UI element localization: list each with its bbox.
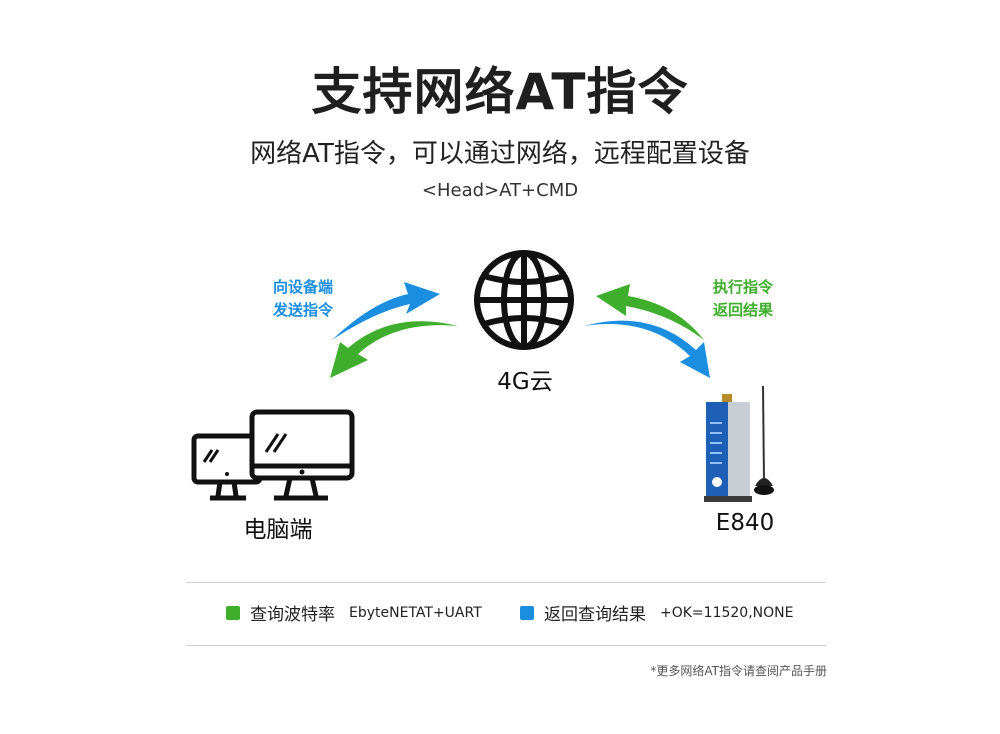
legend-query-text: 查询波特率 [250,605,335,625]
exec-label-line1: 执行指令 [712,278,773,296]
execute-result-label: 执行指令 返回结果 [698,276,788,322]
footnote: *更多网络AT指令请查阅产品手册 [650,664,827,678]
page-subtitle: 网络AT指令，可以通过网络，远程配置设备 [250,139,750,169]
exec-label-line2: 返回结果 [712,301,773,319]
globe-icon [474,250,574,350]
legend-result-text: 返回查询结果 [544,605,646,625]
arrow-cloud-to-pc [330,321,458,378]
green-square-icon [226,605,240,620]
send-command-label: 向设备端 发送指令 [258,276,348,322]
arrow-cloud-to-device [584,320,710,378]
divider-bottom [186,645,826,646]
cloud-label: 4G云 [497,369,553,395]
divider-top [186,582,826,583]
pc-label: 电脑端 [243,517,313,543]
send-label-line2: 发送指令 [272,301,333,319]
send-label-line1: 向设备端 [272,278,333,296]
blue-square-icon [520,605,534,620]
computer-icon [191,409,355,501]
legend-item-query: 查询波特率 EbyteNETAT+UART [226,600,482,625]
device-label: E840 [715,510,775,536]
legend-query-value: EbyteNETAT+UART [349,604,482,621]
legend-result-value: +OK=11520,NONE [660,604,794,621]
legend-item-result: 返回查询结果 +OK=11520,NONE [520,600,793,625]
page-title: 支持网络AT指令 [311,63,689,121]
arrow-pc-to-cloud [332,282,440,340]
command-format: <Head>AT+CMD [421,180,579,201]
e840-device-image [704,385,774,502]
arrow-device-to-cloud [596,284,704,340]
